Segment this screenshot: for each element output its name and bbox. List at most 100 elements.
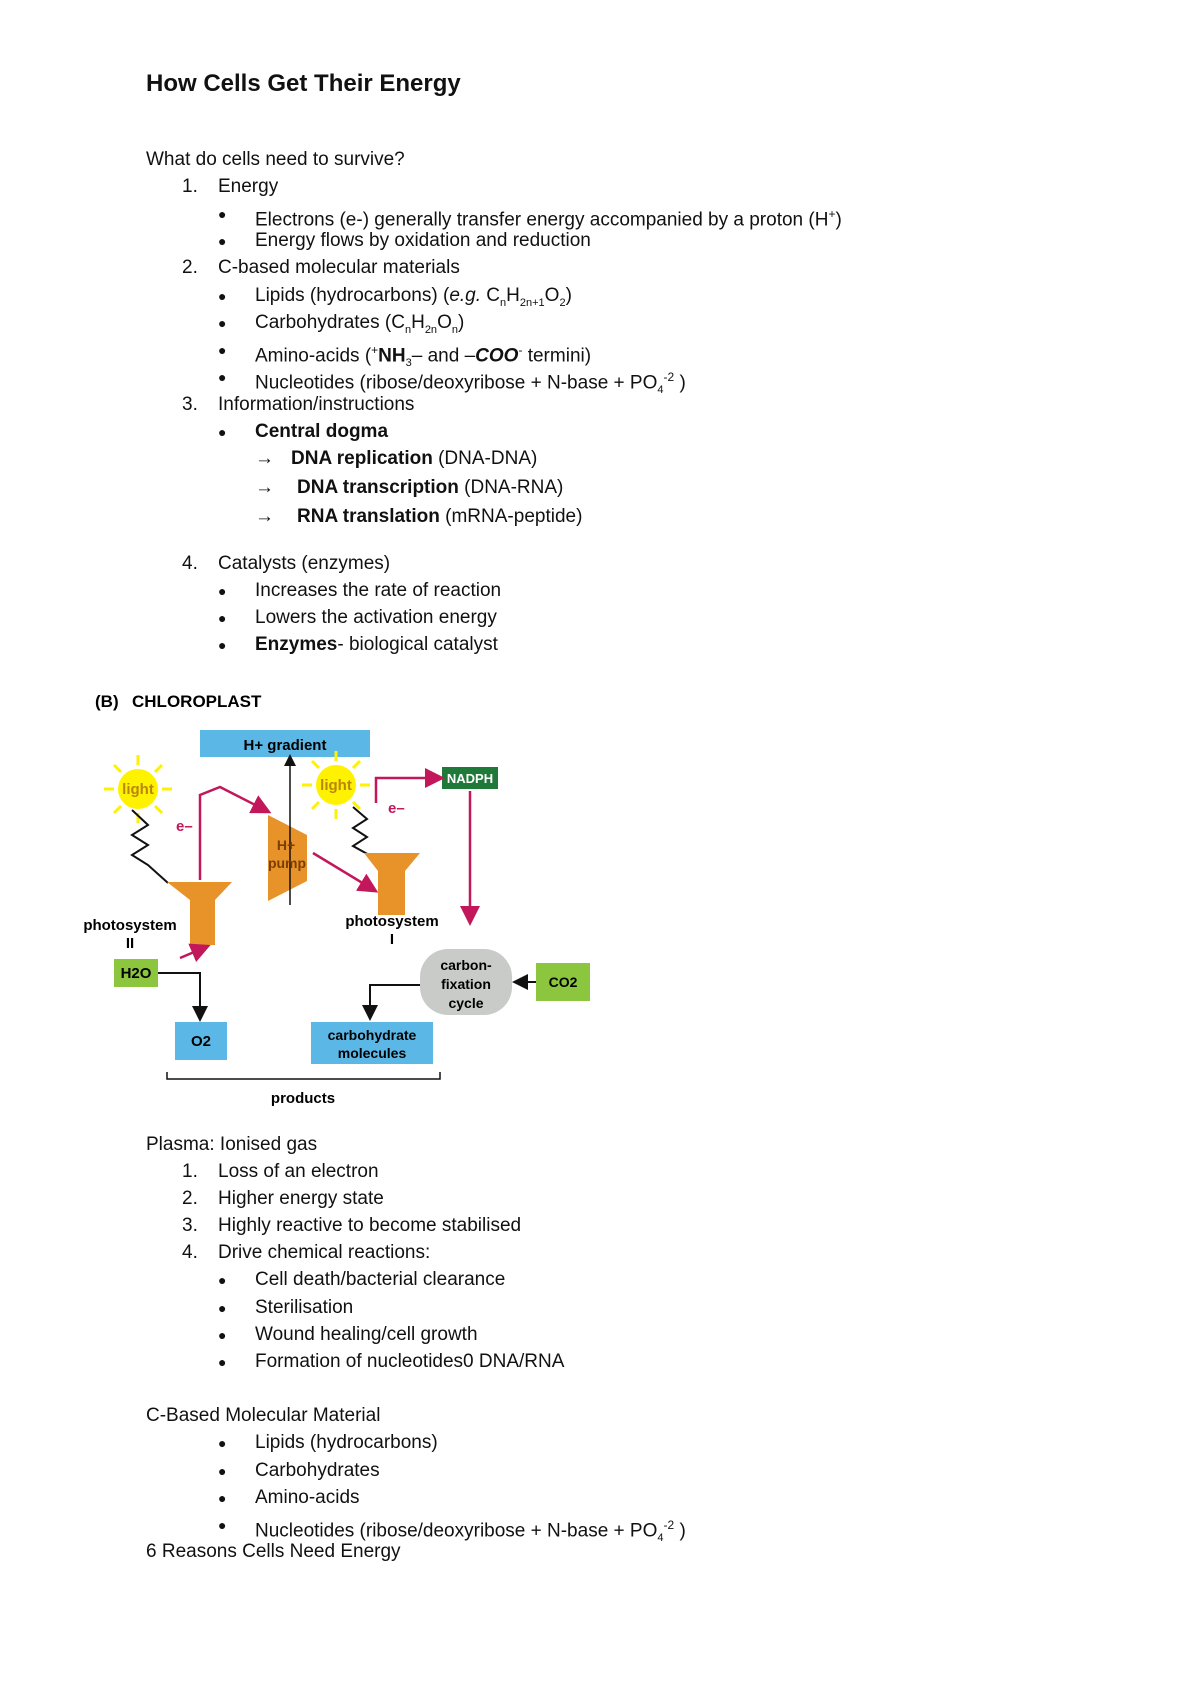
list-item: Nucleotides (ribose/deoxyribose + N-base… [255, 1518, 686, 1545]
h-gradient-box [200, 730, 370, 757]
h-pump-label-1: H+ [277, 837, 295, 853]
list-item: Lipids (hydrocarbons) [255, 1432, 438, 1453]
carbon-label-3: cycle [448, 995, 483, 1011]
bullet-icon: ● [218, 206, 227, 222]
list-item: Catalysts (enzymes) [218, 553, 391, 574]
list-number: 2. [182, 257, 198, 278]
carbohydrate-label-2: molecules [338, 1045, 407, 1061]
bullet-icon: ● [218, 1327, 227, 1343]
list-item: Highly reactive to become stabilised [218, 1215, 522, 1236]
diagram-heading-letter: (B) [95, 692, 119, 711]
bullet-icon: ● [218, 637, 227, 653]
bullet-icon: ● [218, 288, 227, 304]
list-item: Cell death/bacterial clearance [255, 1269, 506, 1290]
bullet-icon: ● [218, 1490, 227, 1506]
list-item: Lipids (hydrocarbons) (e.g. CnH2n+1O2) [255, 285, 572, 309]
arrow-icon: → [255, 448, 274, 469]
bullet-icon: ● [218, 1435, 227, 1451]
list-number: 3. [182, 394, 198, 415]
photosystem-i-shape [364, 853, 420, 915]
carbohydrate-label-1: carbohydrate [328, 1027, 417, 1043]
co2-box [536, 963, 590, 1001]
sun-icon [302, 751, 370, 819]
list-item: Amino-acids (+NH3– and –COO- termini) [255, 343, 592, 370]
carbon-label-2: fixation [441, 976, 491, 992]
list-item: Sterilisation [255, 1297, 354, 1318]
list-item: Energy flows by oxidation and reduction [255, 230, 591, 251]
list-item-energy: Energy [218, 176, 279, 197]
bullet-icon: ● [218, 1354, 227, 1370]
list-item: Formation of nucleotides0 DNA/RNA [255, 1351, 565, 1372]
arrow-icon: → [255, 477, 274, 498]
list-number: 4. [182, 553, 198, 574]
nadph-label: NADPH [447, 771, 493, 786]
list-item: Increases the rate of reaction [255, 580, 502, 601]
list-number: 1. [182, 176, 198, 197]
list-item: Lowers the activation energy [255, 607, 497, 628]
co2-label: CO2 [549, 974, 578, 990]
list-number: 2. [182, 1188, 198, 1209]
list-item: Higher energy state [218, 1188, 384, 1209]
list-item: RNA translation (mRNA-peptide) [297, 506, 583, 527]
bullet-icon: ● [218, 1463, 227, 1479]
electron-label-1: e– [176, 818, 193, 835]
bullet-icon: ● [218, 369, 227, 385]
light-label-1: light [122, 781, 154, 798]
bullet-icon: ● [218, 342, 227, 358]
bullet-icon: ● [218, 233, 227, 249]
o2-box [175, 1022, 227, 1060]
bullet-icon: ● [218, 424, 227, 440]
h2o-label: H2O [121, 965, 152, 982]
carbon-label-1: carbon- [440, 957, 492, 973]
carbon-fixation-cycle [420, 949, 512, 1015]
bullet-icon: ● [218, 1300, 227, 1316]
list-item: Information/instructions [218, 394, 415, 415]
section-heading-c-based: C-Based Molecular Material [146, 1405, 381, 1426]
light-label-2: light [320, 777, 352, 794]
bullet-icon: ● [218, 583, 227, 599]
sun-icon [104, 755, 172, 823]
list-item: Carbohydrates (CnH2nOn) [255, 312, 465, 336]
list-item: DNA transcription (DNA-RNA) [297, 477, 564, 498]
list-number: 1. [182, 1161, 198, 1182]
list-item: DNA replication (DNA-DNA) [291, 448, 538, 469]
photosystem-i-label-2: I [390, 931, 394, 948]
list-number: 3. [182, 1215, 198, 1236]
list-item: Central dogma [255, 421, 389, 442]
h-pump-label-2: pump [268, 855, 306, 871]
bullet-icon: ● [218, 1517, 227, 1533]
chloroplast-diagram: (B) CHLOROPLAST H+ gradient light [83, 692, 590, 1107]
list-item: C-based molecular materials [218, 257, 460, 278]
products-label: products [271, 1090, 335, 1107]
o2-label: O2 [191, 1033, 211, 1050]
photosystem-ii-shape [167, 882, 232, 945]
footer-text: 6 Reasons Cells Need Energy [146, 1541, 401, 1562]
bullet-icon: ● [218, 610, 227, 626]
section-heading-plasma: Plasma: Ionised gas [146, 1134, 318, 1155]
photosystem-ii-label-2: II [126, 935, 134, 952]
diagram-heading: CHLOROPLAST [132, 692, 262, 711]
arrow-icon: → [255, 506, 274, 527]
h-pump-shape [268, 815, 307, 901]
photosystem-ii-label-1: photosystem [83, 917, 176, 934]
photosystem-i-label-1: photosystem [345, 913, 438, 930]
products-bracket [166, 1072, 441, 1080]
section-question: What do cells need to survive? [146, 149, 405, 170]
list-item: Amino-acids [255, 1487, 360, 1508]
carbohydrate-box [311, 1022, 433, 1064]
list-item: Loss of an electron [218, 1161, 379, 1182]
list-item: Enzymes- biological catalyst [255, 634, 498, 655]
page-title: How Cells Get Their Energy [146, 70, 461, 97]
electron-label-2: e– [388, 800, 405, 817]
list-item: Carbohydrates [255, 1460, 380, 1481]
list-item: Wound healing/cell growth [255, 1324, 478, 1345]
bullet-icon: ● [218, 1272, 227, 1288]
list-item: Drive chemical reactions: [218, 1242, 431, 1263]
nadph-box [442, 767, 498, 789]
h-gradient-label: H+ gradient [244, 737, 327, 754]
list-item: Electrons (e-) generally transfer energy… [255, 207, 842, 231]
list-number: 4. [182, 1242, 198, 1263]
h2o-box [114, 959, 158, 987]
list-item: Nucleotides (ribose/deoxyribose + N-base… [255, 370, 686, 397]
